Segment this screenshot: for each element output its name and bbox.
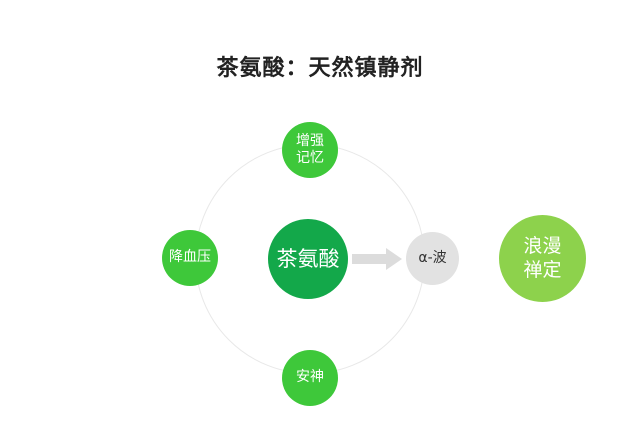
arrow-shape	[352, 248, 402, 270]
node-memory: 增强 记忆	[282, 122, 338, 178]
node-zen-label: 浪漫 禅定	[523, 234, 562, 281]
node-zen: 浪漫 禅定	[499, 215, 586, 302]
node-alpha-wave: α-波	[406, 232, 459, 285]
node-blood-pressure: 降血压	[162, 230, 218, 286]
node-calm-label: 安神	[296, 369, 324, 386]
node-theanine: 茶氨酸	[268, 219, 348, 299]
node-alpha-wave-label: α-波	[418, 249, 447, 266]
node-memory-label: 增强 记忆	[296, 132, 324, 167]
node-theanine-label: 茶氨酸	[276, 246, 340, 271]
page-title: 茶氨酸：天然镇静剂	[216, 56, 424, 81]
node-blood-pressure-label: 降血压	[169, 249, 211, 266]
arrow-right-icon	[352, 248, 402, 270]
node-calm: 安神	[282, 350, 338, 406]
